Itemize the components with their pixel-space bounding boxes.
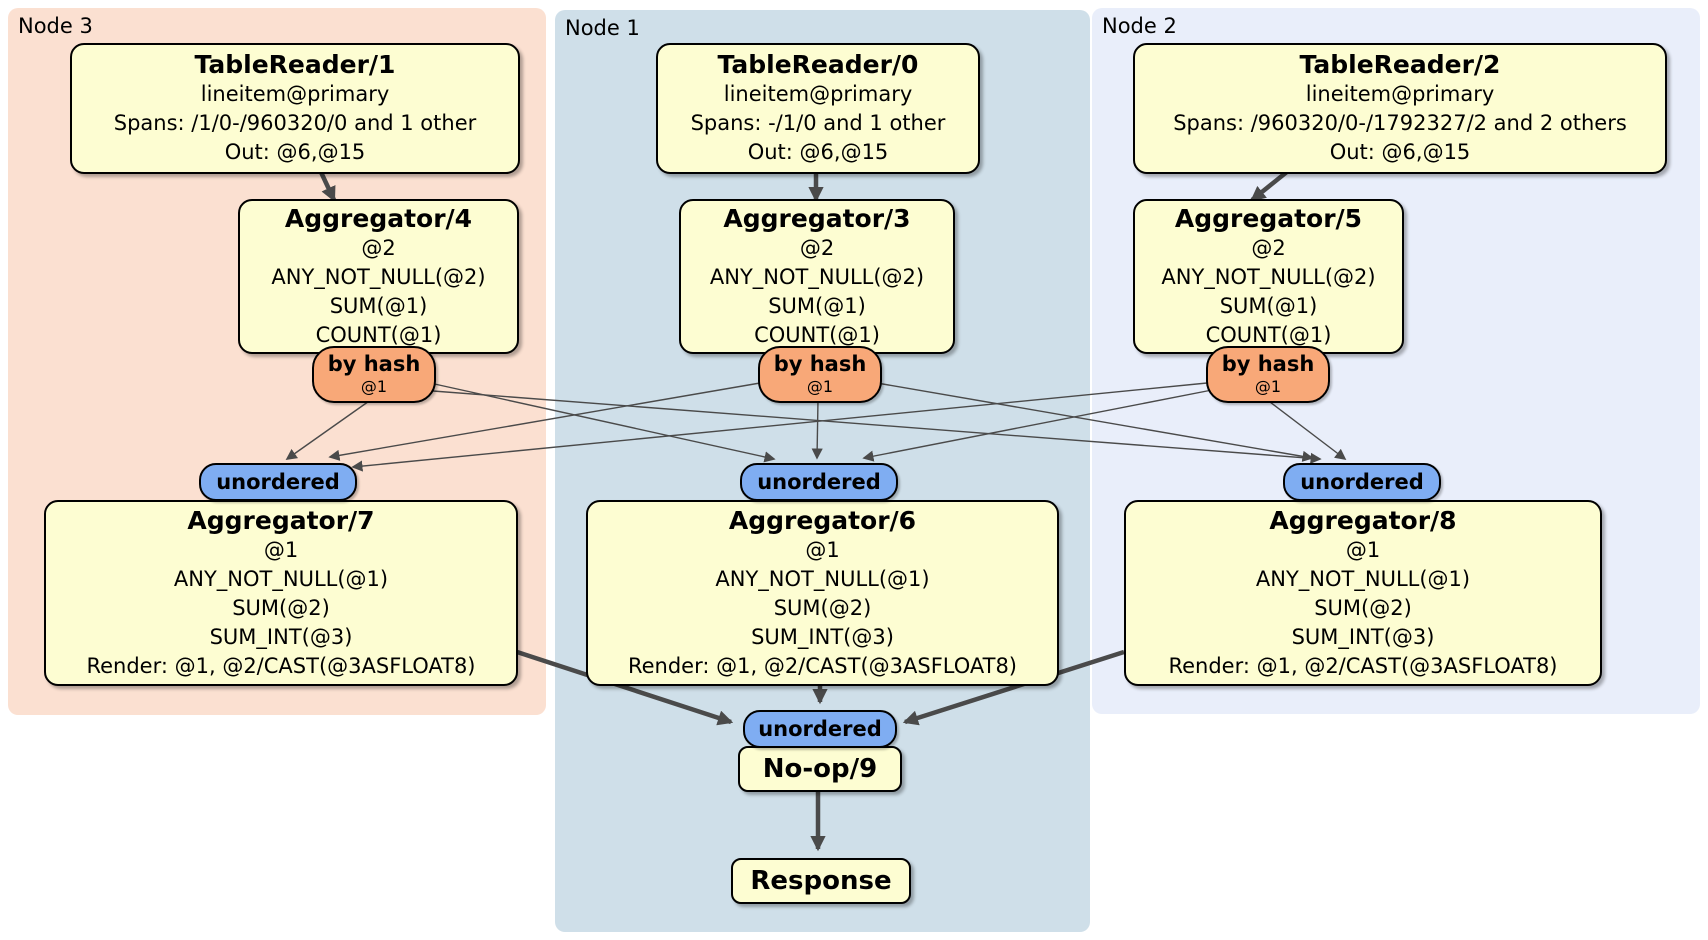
processor-detail: lineitem@primary: [1305, 82, 1495, 106]
processor-tablereader-1: TableReader/1 lineitem@primary Spans: /1…: [70, 43, 520, 174]
edge-hash2-sync2: [811, 399, 823, 460]
processor-detail: Render: @1, @2/CAST(@3ASFLOAT8): [627, 653, 1018, 678]
processor-detail: ANY_NOT_NULL(@1): [173, 566, 389, 591]
processor-detail: SUM(@1): [768, 293, 866, 318]
processor-detail: @1: [263, 537, 299, 562]
edge-hash2-sync1: [328, 382, 761, 461]
processor-aggregator-7: Aggregator/7 @1 ANY_NOT_NULL(@1) SUM(@2)…: [44, 500, 518, 686]
processor-detail: SUM_INT(@3): [751, 624, 894, 649]
sync-label: unordered: [1300, 470, 1424, 494]
sync-unordered-2: unordered: [740, 463, 898, 501]
processor-detail: SUM_INT(@3): [1291, 624, 1435, 649]
processor-detail: ANY_NOT_NULL(@1): [1255, 566, 1471, 591]
processor-aggregator-5: Aggregator/5 @2 ANY_NOT_NULL(@2) SUM(@1)…: [1133, 199, 1404, 354]
edge-tr1-agg4: [317, 169, 337, 203]
processor-detail: lineitem@primary: [723, 82, 913, 106]
processor-title: Aggregator/4: [284, 203, 473, 233]
edge-tr2-agg5: [1250, 169, 1290, 202]
processor-aggregator-8: Aggregator/8 @1 ANY_NOT_NULL(@1) SUM(@2)…: [1124, 500, 1602, 686]
processor-detail: ANY_NOT_NULL(@2): [271, 264, 486, 289]
processor-detail: Out: @6,@15: [224, 140, 366, 164]
processor-title: No-op/9: [762, 753, 878, 784]
edge-hash3-sync3: [1265, 398, 1347, 461]
edge-hash1-sync1: [285, 398, 373, 460]
sync-label: unordered: [758, 717, 882, 741]
processor-detail: ANY_NOT_NULL(@1): [715, 566, 930, 591]
router-columns: @1: [360, 377, 388, 396]
node-panel-2-label: Node 2: [1102, 14, 1177, 38]
processor-detail: Render: @1, @2/CAST(@3ASFLOAT8): [1168, 653, 1558, 678]
processor-aggregator-4: Aggregator/4 @2 ANY_NOT_NULL(@2) SUM(@1)…: [238, 199, 519, 354]
processor-detail: SUM(@2): [773, 595, 872, 620]
router-columns: @1: [1254, 377, 1282, 396]
edge-hash2-sync3: [876, 382, 1314, 462]
processor-detail: SUM(@2): [232, 595, 330, 620]
processor-detail: Spans: /960320/0-/1792327/2 and 2 others: [1173, 111, 1627, 135]
processor-detail: ANY_NOT_NULL(@2): [709, 264, 925, 289]
processor-title: Aggregator/5: [1174, 203, 1363, 233]
processor-detail: @1: [1345, 537, 1381, 562]
router-label: by hash: [773, 352, 867, 376]
router-by-hash-2: by hash @1: [758, 346, 882, 403]
processor-tablereader-0: TableReader/0 lineitem@primary Spans: -/…: [656, 43, 980, 174]
sync-unordered-1: unordered: [199, 463, 357, 501]
router-by-hash-3: by hash @1: [1206, 346, 1330, 403]
router-columns: @1: [806, 377, 834, 396]
processor-title: TableReader/2: [1299, 50, 1501, 79]
edge-hash3-sync1: [351, 382, 1208, 472]
processor-title: Aggregator/3: [723, 203, 911, 233]
processor-detail: @2: [361, 235, 396, 260]
processor-detail: Spans: /1/0-/960320/0 and 1 other: [113, 111, 477, 135]
processor-noop-9: No-op/9: [738, 746, 902, 792]
edge-hash1-sync3: [432, 390, 1322, 464]
node-panel-1-label: Node 1: [565, 16, 640, 40]
response-title: Response: [750, 865, 892, 896]
processor-detail: Render: @1, @2/CAST(@3ASFLOAT8): [86, 653, 476, 678]
processor-aggregator-6: Aggregator/6 @1 ANY_NOT_NULL(@1) SUM(@2)…: [586, 500, 1059, 686]
processor-detail: COUNT(@1): [754, 322, 880, 347]
processor-detail: @2: [1251, 235, 1286, 260]
processor-detail: COUNT(@1): [315, 322, 442, 347]
processor-detail: ANY_NOT_NULL(@2): [1161, 264, 1376, 289]
processor-tablereader-2: TableReader/2 lineitem@primary Spans: /9…: [1133, 43, 1667, 174]
sync-label: unordered: [757, 470, 881, 494]
processor-detail: @1: [805, 537, 840, 562]
processor-detail: Out: @6,@15: [747, 140, 889, 164]
processor-detail: lineitem@primary: [200, 82, 390, 106]
processor-detail: @2: [799, 235, 835, 260]
processor-detail: Spans: -/1/0 and 1 other: [690, 111, 946, 135]
processor-detail: SUM(@2): [1314, 595, 1412, 620]
processor-title: Aggregator/8: [1269, 505, 1457, 535]
node-panel-3-label: Node 3: [18, 14, 93, 38]
edge-agg7-syncfinal: [513, 648, 734, 726]
processor-title: Aggregator/7: [187, 505, 375, 535]
sync-label: unordered: [216, 470, 340, 494]
processor-detail: SUM(@1): [1219, 293, 1318, 318]
edge-agg8-syncfinal: [902, 649, 1125, 726]
processor-detail: COUNT(@1): [1205, 322, 1332, 347]
edge-hash3-sync2: [862, 389, 1213, 462]
router-by-hash-1: by hash @1: [312, 346, 436, 403]
processor-title: Aggregator/6: [728, 505, 917, 535]
processor-detail: SUM(@1): [329, 293, 428, 318]
processor-title: TableReader/0: [717, 50, 919, 79]
processor-aggregator-3: Aggregator/3 @2 ANY_NOT_NULL(@2) SUM(@1)…: [679, 199, 955, 354]
processor-detail: Out: @6,@15: [1329, 140, 1471, 164]
router-label: by hash: [1221, 352, 1315, 376]
response-node: Response: [731, 858, 911, 904]
processor-title: TableReader/1: [194, 50, 396, 79]
router-label: by hash: [327, 352, 421, 376]
processor-detail: SUM_INT(@3): [209, 624, 353, 649]
sync-unordered-3: unordered: [1283, 463, 1441, 501]
sync-unordered-final: unordered: [743, 710, 897, 748]
